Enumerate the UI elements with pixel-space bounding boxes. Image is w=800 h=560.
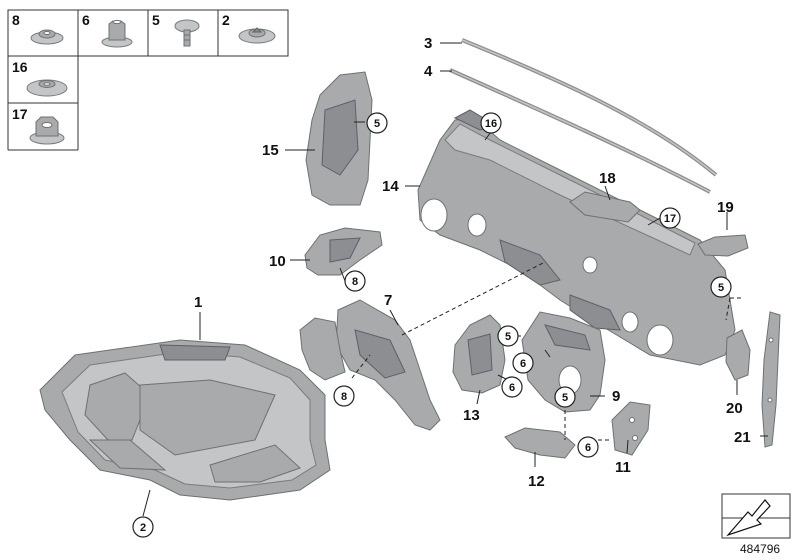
callout-3: 3 bbox=[424, 35, 432, 52]
callout-13: 13 bbox=[463, 407, 480, 424]
callout-9: 9 bbox=[612, 388, 620, 405]
hood-insulation-pad bbox=[39, 339, 331, 501]
callout-5-a: 5 bbox=[366, 112, 388, 134]
callout-10: 10 bbox=[269, 253, 286, 270]
fastener-legend: 8 6 5 2 16 17 bbox=[7, 9, 289, 151]
callout-8-b: 8 bbox=[333, 385, 355, 407]
callout-15: 15 bbox=[262, 142, 279, 159]
svg-text:8: 8 bbox=[341, 391, 347, 403]
svg-text:2: 2 bbox=[140, 522, 146, 534]
hex-nut-icon bbox=[101, 19, 133, 48]
insulation-part-13 bbox=[452, 314, 506, 394]
svg-text:6: 6 bbox=[509, 382, 515, 394]
svg-text:6: 6 bbox=[520, 358, 526, 370]
callout-21: 21 bbox=[734, 429, 751, 446]
svg-text:5: 5 bbox=[562, 392, 568, 404]
callout-20: 20 bbox=[726, 400, 743, 417]
legend-num-2: 2 bbox=[222, 12, 230, 28]
callout-7: 7 bbox=[384, 292, 392, 309]
seal-strip-4 bbox=[449, 68, 711, 194]
callout-16: 16 bbox=[480, 112, 502, 134]
round-clip-icon bbox=[26, 79, 68, 97]
callout-14: 14 bbox=[382, 178, 399, 195]
svg-text:8: 8 bbox=[352, 276, 358, 288]
callout-4: 4 bbox=[424, 63, 433, 80]
legend-num-5: 5 bbox=[152, 12, 160, 28]
callout-5-c: 5 bbox=[497, 325, 519, 347]
legend-num-6: 6 bbox=[82, 12, 90, 28]
legend-num-16: 16 bbox=[12, 59, 28, 75]
spring-nut-icon bbox=[29, 116, 65, 145]
svg-text:5: 5 bbox=[718, 282, 724, 294]
callout-19: 19 bbox=[717, 199, 734, 216]
side-insulation-15 bbox=[305, 71, 373, 206]
bracket-part-11 bbox=[611, 401, 651, 456]
leader-lines bbox=[142, 42, 768, 517]
seal-strip-3 bbox=[461, 38, 718, 177]
svg-text:5: 5 bbox=[505, 331, 511, 343]
callout-6-c: 6 bbox=[577, 436, 599, 458]
direction-arrow-icon bbox=[721, 493, 791, 539]
callout-18: 18 bbox=[599, 170, 616, 187]
callout-17: 17 bbox=[659, 207, 681, 229]
callout-5-d: 5 bbox=[554, 386, 576, 408]
callout-11: 11 bbox=[615, 459, 631, 476]
callout-6-b: 6 bbox=[501, 376, 523, 398]
callout-1: 1 bbox=[194, 294, 202, 311]
clip-nut-icon bbox=[30, 29, 64, 45]
callout-6-a: 6 bbox=[512, 352, 534, 374]
svg-text:17: 17 bbox=[664, 213, 676, 225]
svg-text:6: 6 bbox=[585, 442, 591, 454]
svg-text:5: 5 bbox=[374, 118, 380, 130]
push-rivet-icon bbox=[174, 19, 200, 47]
legend-num-8: 8 bbox=[12, 12, 20, 28]
diagram-number: 484796 bbox=[740, 542, 780, 556]
svg-text:16: 16 bbox=[485, 118, 497, 130]
callout-12: 12 bbox=[528, 473, 545, 490]
insulation-part-10 bbox=[304, 227, 383, 276]
insulation-strip-18 bbox=[569, 191, 641, 223]
callout-2: 2 bbox=[132, 516, 154, 538]
legend-num-17: 17 bbox=[12, 106, 28, 122]
bracket-part-20 bbox=[725, 329, 751, 381]
callout-5-b: 5 bbox=[710, 276, 732, 298]
insulation-part-9 bbox=[521, 311, 606, 413]
insulation-part-12 bbox=[504, 427, 576, 459]
pillar-trim-21 bbox=[761, 311, 781, 448]
expanding-rivet-icon bbox=[238, 27, 276, 44]
callout-8-a: 8 bbox=[344, 270, 366, 292]
wheelhouse-insulation bbox=[299, 299, 441, 431]
insulation-part-19 bbox=[697, 234, 749, 257]
